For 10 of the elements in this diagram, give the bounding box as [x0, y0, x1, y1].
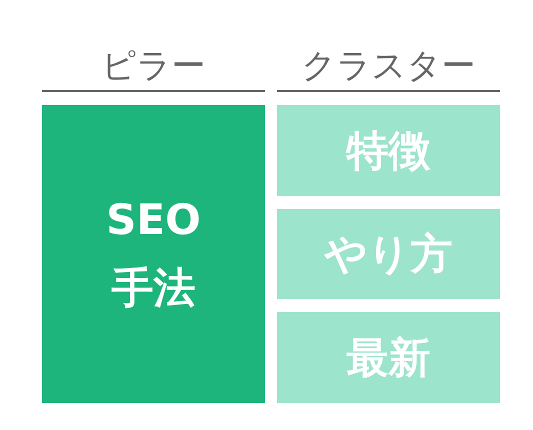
cluster-block [277, 105, 500, 196]
cluster-block [277, 209, 500, 299]
box-label: 特徴 [346, 124, 430, 176]
column-heading: クラスター [300, 45, 476, 88]
cluster-block [277, 312, 500, 403]
pillar-block [42, 105, 265, 403]
column-heading: ピラー [100, 45, 206, 88]
box-label: SEO 手法 [105, 194, 202, 314]
box-label: 最新 [346, 332, 430, 384]
box-label: やり方 [324, 228, 452, 280]
